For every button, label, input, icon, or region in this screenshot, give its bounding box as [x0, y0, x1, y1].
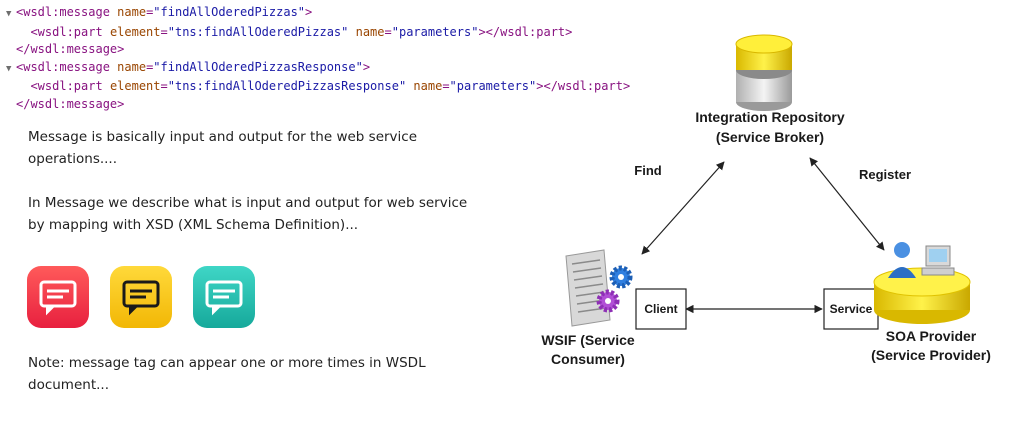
xml-line: </wsdl:message> [16, 96, 125, 111]
repository-database-icon [735, 34, 793, 111]
collapse-toggle-icon[interactable]: ▼ [6, 63, 12, 74]
note-message-tag: Note: message tag can appear one or more… [28, 355, 426, 393]
xml-attr-name: element [109, 79, 161, 93]
collapse-toggle-icon[interactable]: ▼ [6, 9, 12, 19]
chat-icon-red [27, 266, 89, 328]
consumer-label-line1: WSIF (Service [541, 332, 635, 348]
wsdl-code-block: ▼<wsdl:message name="findAllOderedPizzas… [6, 4, 630, 113]
register-label: Register [859, 167, 911, 182]
xml-attr-name: name [117, 5, 147, 19]
consumer-label-line2: Consumer) [551, 351, 625, 367]
chat-icon-yellow [110, 266, 172, 328]
xml-attr-value: "tns:findAllOderedPizzasResponse" [167, 79, 407, 93]
xml-line: ▼<wsdl:message name="findAllOderedPizzas… [6, 59, 630, 79]
xml-attr-value: "parameters" [391, 24, 479, 39]
soa-provider-icon [873, 242, 971, 324]
provider-label-line1: SOA Provider [886, 328, 977, 344]
note-message-mapping: In Message we describe what is input and… [28, 195, 468, 233]
xml-attr-value: "tns:findAllOderedPizzas" [167, 24, 349, 39]
chat-icon-teal [193, 266, 255, 328]
xml-line: <wsdl:part element="tns:findAllOderedPiz… [30, 79, 631, 93]
consumer-document-icon [565, 249, 611, 327]
xml-attr-value: "findAllOderedPizzas" [153, 5, 306, 19]
xml-line: </wsdl:message> [16, 42, 125, 56]
find-arrow [641, 161, 725, 255]
xml-attr-name: element [109, 24, 161, 39]
xml-attr-name: name [413, 79, 443, 93]
xml-line: ▼<wsdl:message name="findAllOderedPizzas… [6, 4, 630, 24]
client-box [635, 288, 687, 330]
xml-attr-name: name [355, 24, 385, 39]
client-label: Client [644, 302, 677, 316]
register-arrow [809, 157, 885, 251]
repository-title: Integration Repository [695, 109, 845, 125]
repository-subtitle: (Service Broker) [716, 129, 824, 145]
xml-attr-value: "findAllOderedPizzasResponse" [153, 59, 363, 74]
xml-attr-value: "parameters" [449, 79, 537, 93]
note-message-definition: Message is basically input and output fo… [28, 129, 418, 167]
provider-label-line2: (Service Provider) [871, 347, 991, 363]
service-box [823, 288, 879, 330]
xml-attr-name: name [117, 59, 147, 74]
soa-diagram: Integration Repository (Service Broker) … [541, 34, 991, 367]
gear-icon [596, 265, 633, 313]
xml-line: <wsdl:part element="tns:findAllOderedPiz… [30, 24, 573, 39]
service-label: Service [830, 302, 873, 316]
find-label: Find [634, 163, 661, 178]
